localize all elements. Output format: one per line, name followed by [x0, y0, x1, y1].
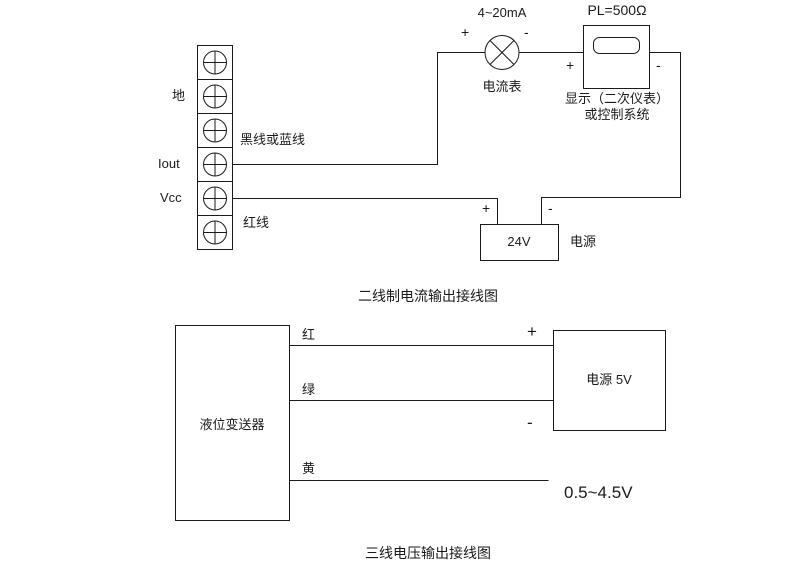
terminal-screw-icon: [203, 118, 227, 143]
transmitter-label: 液位变送器: [199, 417, 265, 432]
green-lead-label: 绿: [302, 382, 316, 397]
terminal-screw-icon: [203, 220, 227, 245]
output-voltage-value: 0.5~4.5V: [564, 483, 633, 502]
terminal-screw-icon: [203, 186, 227, 211]
supply-24v-box: [480, 224, 559, 261]
supply-5v-name: 电源 5V: [586, 372, 632, 387]
red-lead-label: 红: [302, 327, 316, 342]
ground-terminal-label: 地: [172, 88, 186, 103]
supply-24v-value: 24V: [507, 234, 531, 249]
vcc-terminal-label: Vcc: [160, 190, 182, 205]
current-meter-icon: [484, 35, 520, 70]
meter-minus-sign: -: [524, 24, 529, 40]
load-description: 显示（二次仪表） 或控制系统: [551, 91, 683, 123]
load-box: [583, 25, 650, 89]
red-wire-label: 红线: [243, 215, 270, 230]
top-diagram-title: 二线制电流输出接线图: [358, 288, 498, 304]
supply-24v-minus-sign: -: [548, 200, 553, 216]
meter-name-label: 电流表: [482, 79, 522, 94]
load-resistor-icon: [593, 37, 640, 54]
load-title-label: PL=500Ω: [587, 2, 647, 18]
meter-range-label: 4~20mA: [477, 5, 527, 20]
terminal-block: [197, 45, 233, 250]
meter-plus-sign: +: [461, 24, 470, 40]
terminal-screw-icon: [203, 50, 227, 75]
terminal-screw-icon: [203, 84, 227, 109]
transmitter-box: [175, 325, 290, 521]
supply-24v-plus-sign: +: [482, 200, 491, 216]
yellow-lead-label: 黄: [302, 461, 316, 476]
iout-terminal-label: Iout: [158, 156, 180, 171]
load-to-supply-wire: [541, 52, 681, 225]
bottom-diagram-title: 三线电压输出接线图: [365, 545, 491, 561]
iout-wire: [232, 52, 485, 165]
load-minus-sign: -: [656, 57, 661, 73]
supply-24v-name: 电源: [570, 234, 597, 249]
terminal-screw-icon: [203, 152, 227, 177]
supply-5v-box: [553, 330, 666, 431]
supply-5v-plus-sign: +: [527, 322, 537, 341]
load-description-line1: 显示（二次仪表）: [564, 91, 669, 106]
vcc-wire: [232, 198, 498, 225]
supply-5v-minus-sign: -: [527, 413, 533, 432]
load-plus-sign: +: [566, 57, 575, 73]
load-description-line2: 或控制系统: [584, 107, 650, 122]
black-blue-wire-label: 黑线或蓝线: [240, 132, 306, 147]
